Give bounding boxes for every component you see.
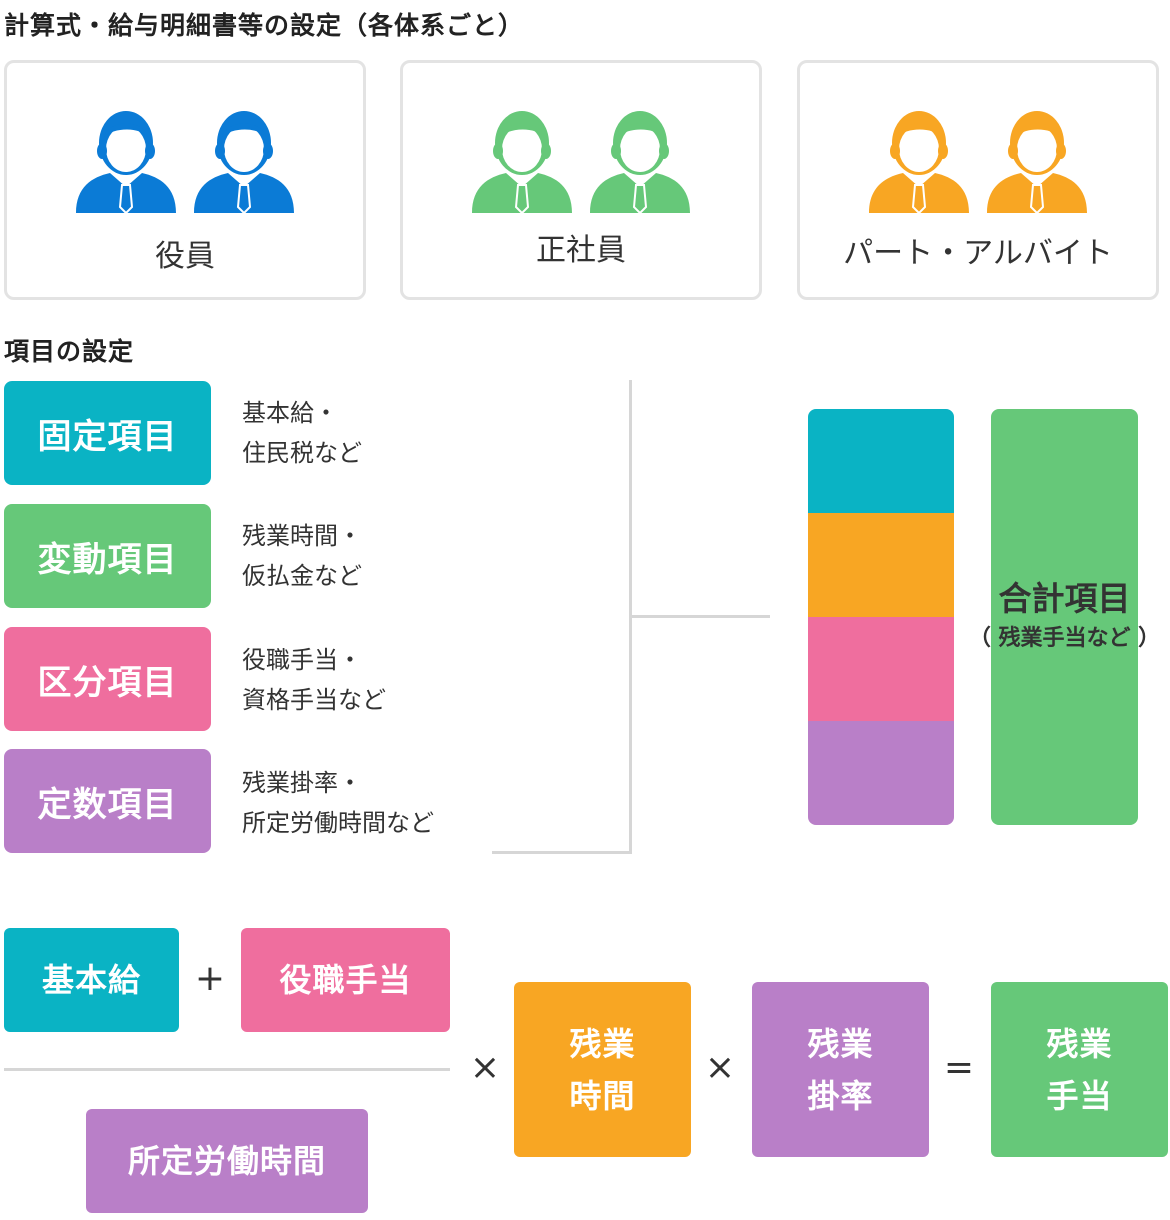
desc-line: 資格手当など — [242, 686, 386, 714]
formula-position-allowance: 役職手当 — [241, 928, 450, 1032]
item-box-constant: 定数項目 — [4, 749, 211, 853]
employee-type-label: 正社員 — [536, 233, 626, 268]
formula-overtime-rate: 残業 掛率 — [752, 982, 929, 1157]
overtime-pay-line: 残業 — [1046, 1024, 1113, 1063]
business-person-icon — [194, 111, 294, 213]
formula-overtime-pay: 残業 手当 — [991, 982, 1168, 1157]
desc-line: 所定労働時間など — [242, 809, 434, 837]
employee-type-label: パート・アルバイト — [843, 236, 1113, 271]
section-title-systems: 計算式・給与明細書等の設定（各体系ごと） — [4, 11, 525, 40]
employee-type-card-regular[interactable]: 正社員 — [400, 60, 762, 300]
stack-segment-fixed — [808, 409, 954, 513]
item-desc-category: 役職手当・ 資格手当など — [242, 640, 386, 720]
equals-operator: = — [943, 1047, 975, 1088]
multiply-operator: × — [469, 1047, 501, 1088]
business-person-icon — [869, 111, 969, 213]
employee-type-card-officer[interactable]: 役員 — [4, 60, 366, 300]
overtime-rate-line: 掛率 — [807, 1076, 874, 1115]
item-desc-constant: 残業掛率・ 所定労働時間など — [242, 763, 434, 843]
formula-base-pay: 基本給 — [4, 928, 179, 1032]
fraction-line — [4, 1068, 450, 1071]
stack-segment-constant — [808, 721, 954, 825]
bracket-connector-line — [632, 615, 770, 618]
bracket-vertical-line — [629, 380, 632, 853]
item-desc-variable: 残業時間・ 仮払金など — [242, 516, 362, 596]
total-item-sub: （ 残業手当など ） — [968, 626, 1161, 651]
desc-line: 基本給・ — [242, 399, 338, 427]
formula-overtime-hours: 残業 時間 — [514, 982, 691, 1157]
desc-line: 残業掛率・ — [242, 769, 362, 797]
overtime-pay-line: 手当 — [1046, 1076, 1113, 1115]
stack-segment-category — [808, 617, 954, 721]
stack-segment-orange — [808, 513, 954, 617]
people-icons — [403, 103, 759, 213]
business-person-icon — [987, 111, 1087, 213]
item-box-fixed: 固定項目 — [4, 381, 211, 485]
formula-scheduled-hours: 所定労働時間 — [86, 1109, 368, 1213]
multiply-operator: × — [704, 1047, 736, 1088]
section-title-items: 項目の設定 — [4, 337, 135, 366]
desc-line: 住民税など — [242, 439, 362, 467]
overtime-hours-line: 時間 — [569, 1076, 636, 1115]
desc-line: 残業時間・ — [242, 522, 362, 550]
item-box-category: 区分項目 — [4, 627, 211, 731]
overtime-rate-line: 残業 — [807, 1024, 874, 1063]
business-person-icon — [472, 111, 572, 213]
overtime-hours-line: 残業 — [569, 1024, 636, 1063]
bracket-bottom-line — [492, 851, 632, 854]
total-item-bar — [991, 409, 1138, 825]
plus-operator: + — [194, 958, 226, 999]
people-icons — [800, 103, 1156, 213]
desc-line: 仮払金など — [242, 562, 362, 590]
item-desc-fixed: 基本給・ 住民税など — [242, 393, 362, 473]
total-item-label: 合計項目 — [998, 579, 1131, 618]
desc-line: 役職手当・ — [242, 646, 362, 674]
employee-type-label: 役員 — [155, 239, 215, 274]
people-icons — [7, 103, 363, 213]
employee-type-card-part-time[interactable]: パート・アルバイト — [797, 60, 1159, 300]
business-person-icon — [590, 111, 690, 213]
item-box-variable: 変動項目 — [4, 504, 211, 608]
business-person-icon — [76, 111, 176, 213]
